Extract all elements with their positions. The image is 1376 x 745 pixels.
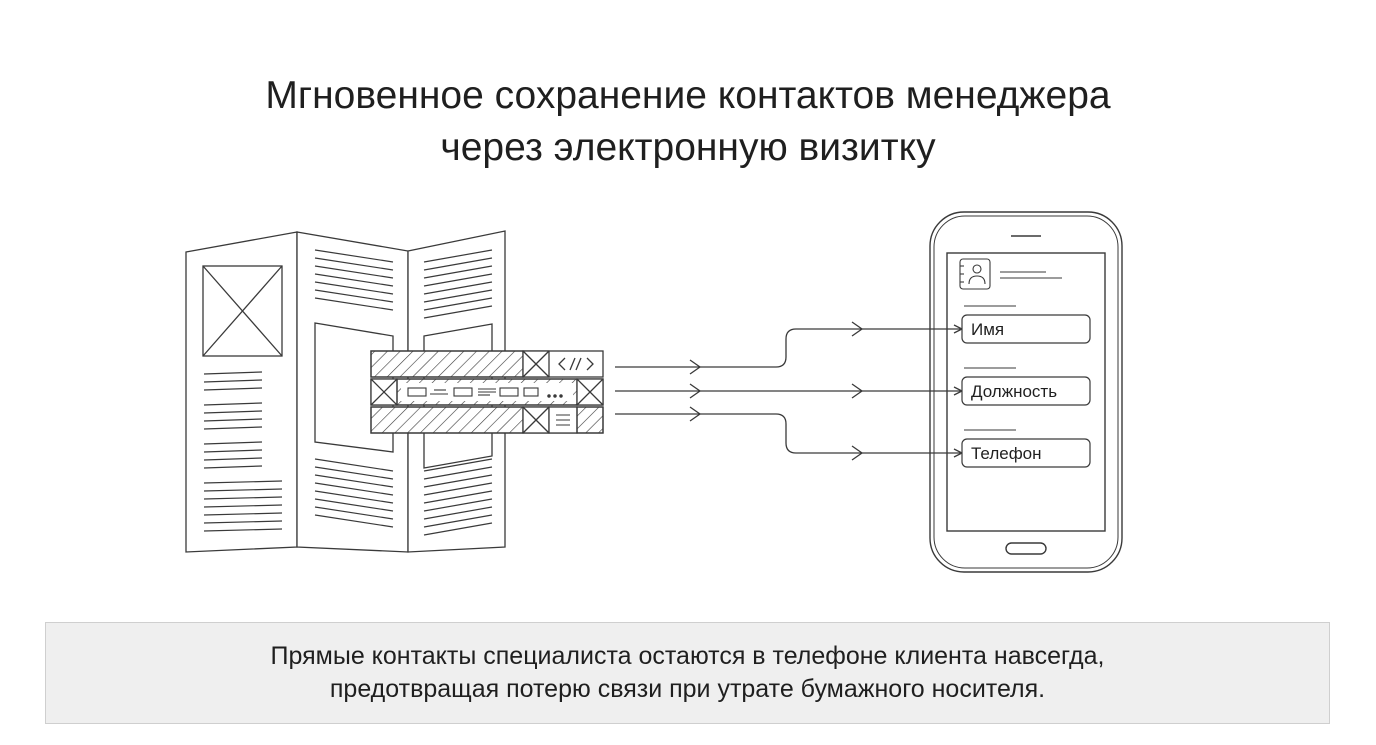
brochure-icon	[185, 230, 506, 553]
field-phone[interactable]	[961, 438, 1091, 468]
caption-line-1: Прямые контакты специалиста остаются в т…	[270, 642, 1105, 670]
digital-card	[370, 350, 604, 434]
page-title: Мгновенное сохранение контактов менеджер…	[0, 70, 1376, 174]
arrow-icon	[615, 328, 962, 368]
code-icon	[558, 357, 594, 371]
field-label-position: Должность	[971, 382, 1057, 401]
field-label-name: Имя	[971, 320, 1004, 339]
contact-card-icon	[959, 258, 991, 290]
field-name[interactable]	[961, 314, 1091, 344]
smartphone-icon	[929, 211, 1123, 573]
arrow-icon	[615, 413, 962, 454]
caption-line-2: предотвращая потерю связи при утрате бум…	[329, 675, 1046, 703]
title-line-2: через электронную визитку	[440, 126, 936, 169]
connectors	[615, 321, 964, 461]
title-line-1: Мгновенное сохранение контактов менеджер…	[265, 74, 1111, 117]
field-label-phone: Телефон	[971, 444, 1042, 463]
field-position[interactable]	[961, 376, 1091, 406]
caption-box: Прямые контакты специалиста остаются в т…	[45, 622, 1330, 724]
